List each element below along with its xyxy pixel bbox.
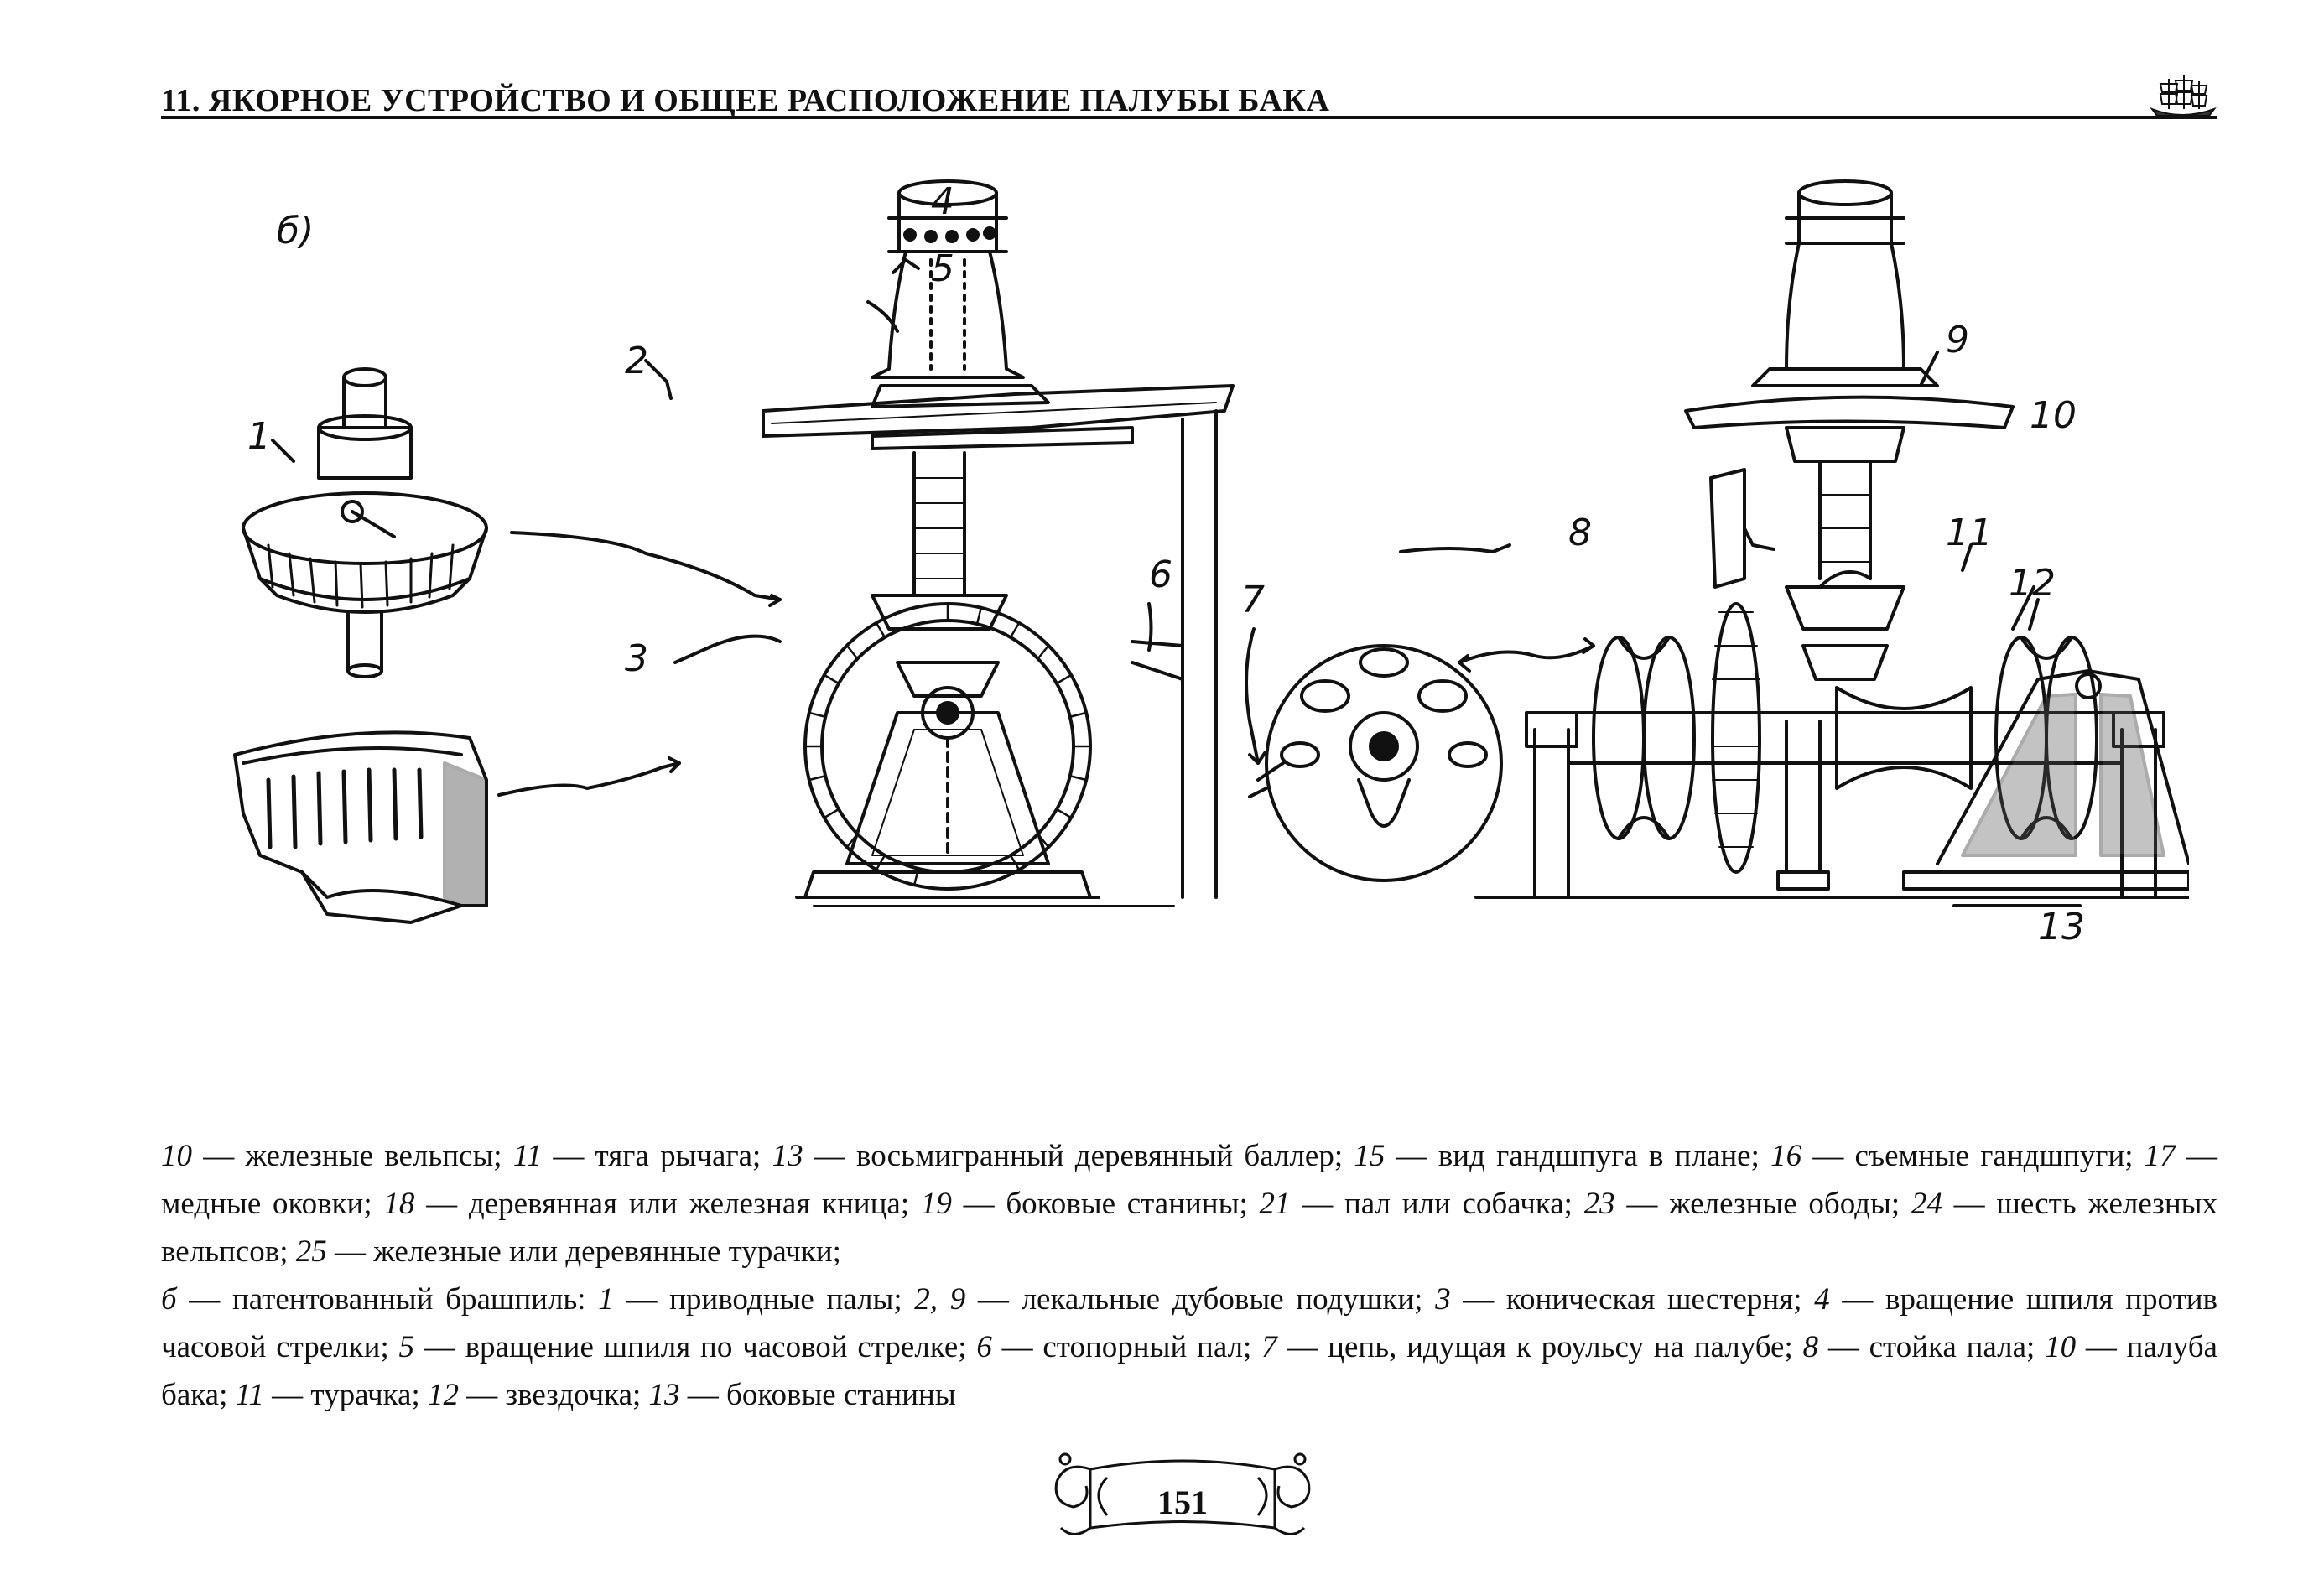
caption-text: — коническая шестерня; (1450, 1282, 1815, 1317)
caption-number: 13 (772, 1139, 803, 1173)
caption-paragraph-1: 10 — железные вельпсы; 11 — тяга рычага;… (161, 1132, 2217, 1275)
callout-13: 13 (2038, 906, 2085, 948)
caption-text: — вид гандшпуга в плане; (1385, 1139, 1771, 1173)
caption-text: — приводные палы; (613, 1282, 915, 1317)
caption-text: — тяга рычага; (542, 1139, 772, 1173)
caption-text: — патентованный брашпиль: (176, 1282, 599, 1317)
caption-text: — вращение шпиля против часовой стрелки; (161, 1282, 2218, 1364)
callout-1: 1 (247, 415, 271, 458)
callout-2: 2 (625, 340, 648, 382)
caption-number: 8 (1802, 1330, 1819, 1364)
gear-rim-section-drawing (233, 730, 488, 924)
caption-paragraph-2: б — патентованный брашпиль: 1 — приводны… (161, 1275, 2217, 1419)
right-windlass-drawing (1474, 179, 2189, 899)
caption-number: 23 (1583, 1187, 1615, 1221)
caption-text: — вращение шпиля по часовой стрелке; (414, 1330, 977, 1364)
caption-text: — шесть железных вельпсов; (161, 1187, 2218, 1269)
caption-text: — восьмигранный деревянный баллер; (803, 1139, 1354, 1173)
caption-number: 2, 9 (914, 1282, 966, 1317)
caption-text: — железные вельпсы; (192, 1139, 513, 1173)
caption-number: 15 (1354, 1139, 1386, 1173)
caption-text: — деревянная или железная кница; (414, 1187, 921, 1221)
caption-number: 13 (648, 1378, 680, 1412)
caption-number: 5 (398, 1330, 415, 1364)
caption-number: 24 (1911, 1187, 1942, 1221)
chain-wheel-drawing (1245, 627, 1503, 882)
page-number-ornament (1054, 1452, 1311, 1535)
left-capstan-drawing (762, 179, 1235, 907)
caption-text: — железные ободы; (1614, 1187, 1911, 1221)
callout-7: 7 (1241, 579, 1265, 621)
callout-8: 8 (1568, 512, 1592, 554)
callout-6: 6 (1149, 553, 1172, 596)
caption-number: 1 (598, 1282, 614, 1317)
caption-number: 3 (1435, 1282, 1451, 1317)
caption-text: — палуба бака; (161, 1330, 2217, 1412)
caption-text: — боковые станины (679, 1378, 956, 1412)
callout-5: 5 (931, 247, 954, 290)
callout-4: 4 (931, 180, 954, 223)
caption-number: б (161, 1282, 177, 1317)
page-number: 151 (1157, 1483, 1208, 1521)
caption-text: — лекальные дубовые подушки; (965, 1282, 1436, 1317)
caption-text: — звездочка; (459, 1378, 649, 1412)
callout-11: 11 (1946, 512, 1993, 554)
callout-12: 12 (2009, 562, 2056, 605)
caption-number: 6 (976, 1330, 992, 1364)
caption-number: 25 (295, 1234, 327, 1269)
header-rule (161, 116, 2217, 119)
callout-9: 9 (1946, 319, 1969, 361)
caption-text: — стопорный пал; (991, 1330, 1262, 1364)
figure-caption: 10 — железные вельпсы; 11 — тяга рычага;… (161, 1132, 2217, 1419)
caption-text: — боковые станины; (951, 1187, 1260, 1221)
caption-text: — пал или собачка; (1290, 1187, 1584, 1221)
caption-text: — медные оковки; (161, 1139, 2217, 1221)
caption-text: — стойка пала; (1818, 1330, 2046, 1364)
callout-3: 3 (625, 637, 648, 680)
caption-number: 4 (1814, 1282, 1830, 1317)
windlass-figure: б) 1 2 3 4 5 6 7 8 9 10 11 12 13 (233, 179, 2189, 948)
caption-number: 16 (1770, 1139, 1802, 1173)
callout-10: 10 (2030, 394, 2077, 437)
sailing-ship-icon (2150, 75, 2217, 117)
caption-number: 11 (235, 1378, 264, 1412)
caption-number: 12 (428, 1378, 459, 1412)
caption-number: 18 (383, 1187, 415, 1221)
drive-pawl-gear-drawing (242, 367, 488, 678)
caption-number: 10 (161, 1139, 192, 1173)
side-frame-drawing (1902, 669, 2189, 907)
caption-number: 21 (1259, 1187, 1291, 1221)
caption-text: — железные или деревянные турачки; (326, 1234, 841, 1269)
page-title: 11. ЯКОРНОЕ УСТРОЙСТВО И ОБЩЕЕ РАСПОЛОЖЕ… (161, 83, 1330, 118)
caption-text: — турачка; (263, 1378, 428, 1412)
caption-number: 11 (512, 1139, 543, 1173)
caption-number: 19 (920, 1187, 952, 1221)
page-header: 11. ЯКОРНОЕ УСТРОЙСТВО И ОБЩЕЕ РАСПОЛОЖЕ… (161, 82, 2217, 118)
caption-number: 7 (1261, 1330, 1277, 1364)
caption-number: 10 (2045, 1330, 2077, 1364)
caption-text: — цепь, идущая к роульсу на палубе; (1276, 1330, 1803, 1364)
caption-number: 17 (2144, 1139, 2176, 1173)
panel-label: б) (277, 210, 314, 252)
caption-text: — съемные гандшпуги; (1801, 1139, 2145, 1173)
